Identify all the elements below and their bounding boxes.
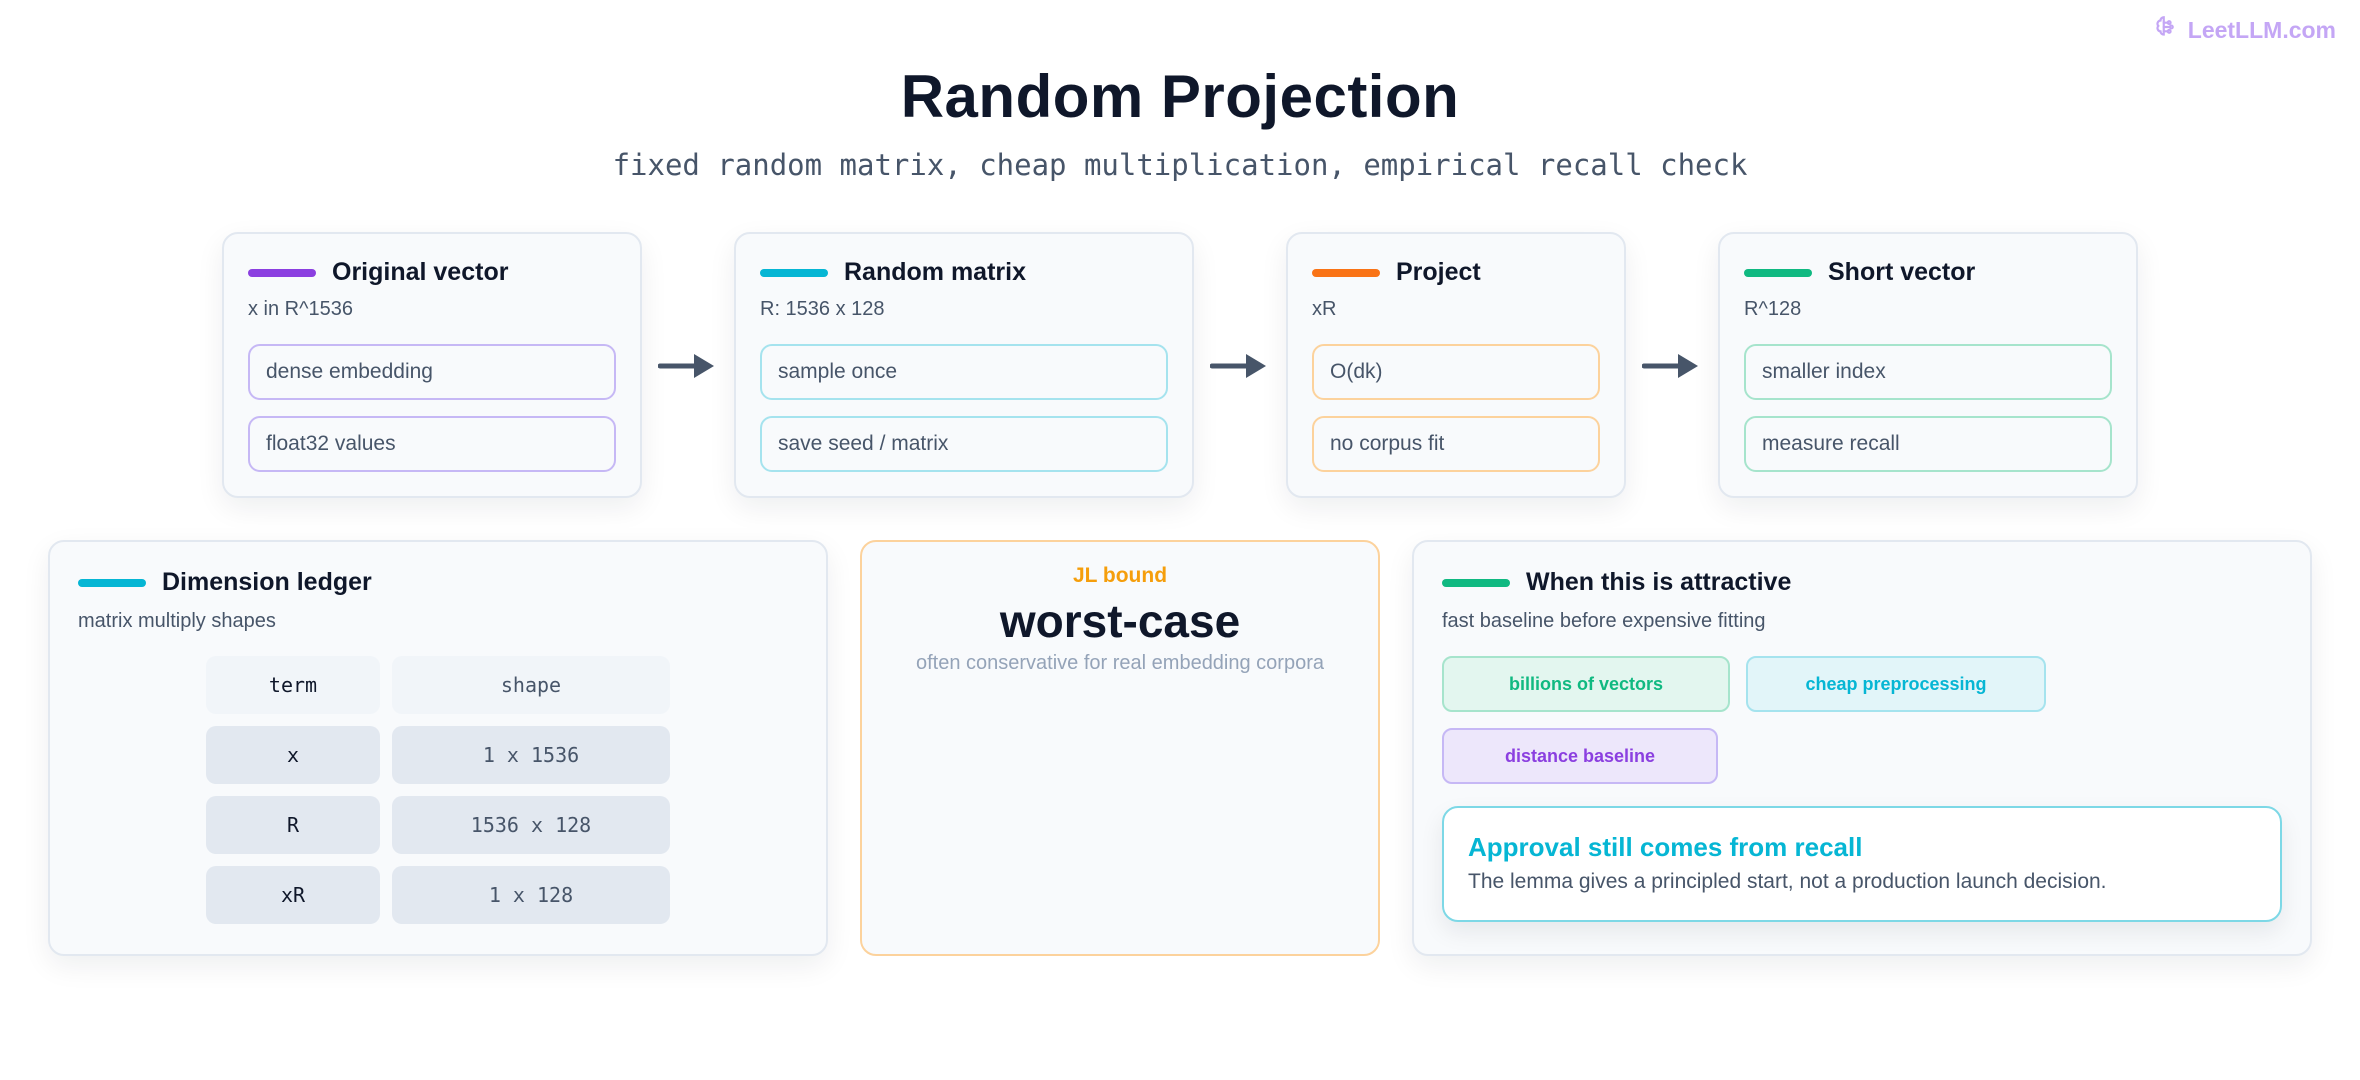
- accent-bar: [78, 578, 146, 587]
- accent-bar: [1744, 268, 1812, 277]
- pill: dense embedding: [248, 344, 616, 400]
- accent-bar: [1442, 578, 1510, 587]
- pill: O(dk): [1312, 344, 1600, 400]
- jl-note: often conservative for real embedding co…: [915, 652, 1324, 674]
- pipeline-card-project: Project xR O(dk) no corpus fit: [1286, 232, 1626, 498]
- callout-title: Approval still comes from recall: [1468, 832, 1863, 862]
- tag-billions-of-vectors: billions of vectors: [1442, 656, 1730, 712]
- brand-logo: LeetLLM.com: [2154, 14, 2336, 46]
- brand-name: LeetLLM.com: [2187, 16, 2336, 43]
- card-title: Project: [1396, 258, 1481, 286]
- card-title: Random matrix: [844, 258, 1026, 286]
- jl-kicker: JL bound: [1072, 564, 1168, 587]
- pill: sample once: [760, 344, 1168, 400]
- pipeline-card-original-vector: Original vector x in R^1536 dense embedd…: [222, 232, 642, 498]
- card-subtitle: R: 1536 x 128: [760, 298, 885, 320]
- when-attractive-card: When this is attractive fast baseline be…: [1412, 540, 2312, 956]
- tag-distance-baseline: distance baseline: [1442, 728, 1718, 784]
- pipeline-card-short-vector: Short vector R^128 smaller index measure…: [1718, 232, 2138, 498]
- card-title: When this is attractive: [1526, 568, 1792, 596]
- page-subtitle: fixed random matrix, cheap multiplicatio…: [612, 148, 1748, 182]
- brain-icon: [2154, 14, 2180, 46]
- dimension-ledger-card: Dimension ledger matrix multiply shapes …: [48, 540, 828, 956]
- recall-callout: Approval still comes from recall The lem…: [1442, 806, 2282, 922]
- page-title: Random Projection: [900, 63, 1460, 130]
- pill: float32 values: [248, 416, 616, 472]
- callout-text: The lemma gives a principled start, not …: [1468, 870, 2107, 893]
- tag-cheap-preprocessing: cheap preprocessing: [1746, 656, 2046, 712]
- pill: save seed / matrix: [760, 416, 1168, 472]
- table-cell-shape: 1536 x 128: [392, 796, 670, 854]
- arrow-right-icon: [1642, 354, 1698, 378]
- table-cell-term: R: [206, 796, 380, 854]
- accent-bar: [1312, 268, 1380, 277]
- accent-bar: [760, 268, 828, 277]
- card-title: Dimension ledger: [162, 568, 372, 596]
- table-header-shape: shape: [392, 656, 670, 714]
- table-cell-term: x: [206, 726, 380, 784]
- card-subtitle: R^128: [1744, 298, 1802, 320]
- arrow-right-icon: [1210, 354, 1266, 378]
- table-cell-term: xR: [206, 866, 380, 924]
- pill: measure recall: [1744, 416, 2112, 472]
- card-title: Original vector: [332, 258, 509, 286]
- card-subtitle: matrix multiply shapes: [78, 610, 276, 632]
- pipeline-card-random-matrix: Random matrix R: 1536 x 128 sample once …: [734, 232, 1194, 498]
- jl-headline: worst-case: [999, 595, 1241, 647]
- jl-bound-card: JL bound worst-case often conservative f…: [860, 540, 1380, 956]
- card-title: Short vector: [1828, 258, 1976, 286]
- card-subtitle: fast baseline before expensive fitting: [1442, 610, 1766, 632]
- pill: smaller index: [1744, 344, 2112, 400]
- card-subtitle: x in R^1536: [248, 298, 353, 320]
- arrow-right-icon: [658, 354, 714, 378]
- accent-bar: [248, 268, 316, 277]
- table-header-term: term: [206, 656, 380, 714]
- table-cell-shape: 1 x 1536: [392, 726, 670, 784]
- table-cell-shape: 1 x 128: [392, 866, 670, 924]
- card-subtitle: xR: [1312, 298, 1337, 320]
- pill: no corpus fit: [1312, 416, 1600, 472]
